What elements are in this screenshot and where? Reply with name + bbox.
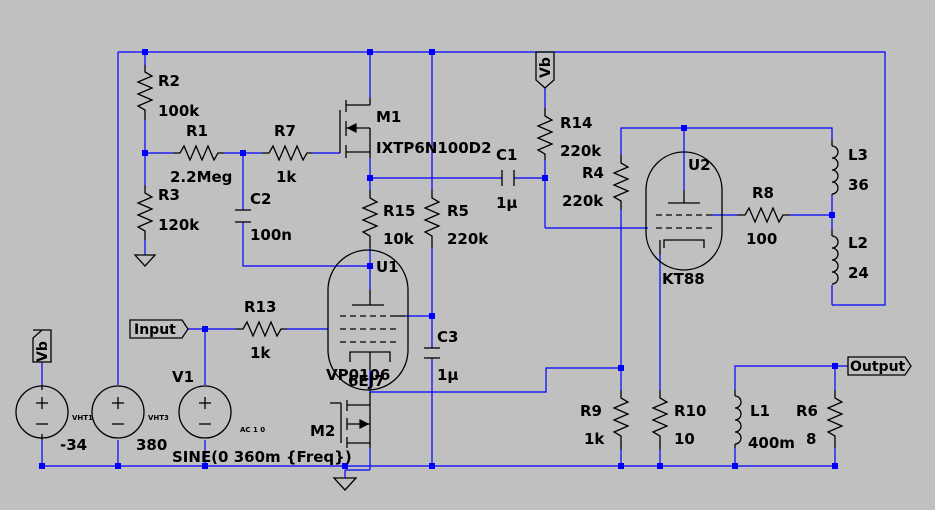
c2-value: 100n <box>250 226 292 244</box>
vht1-ref: VHT1 <box>72 414 93 422</box>
component-labels: R2 100k R1 2.2Meg R3 120k R7 1k C2 100n … <box>60 72 869 466</box>
ground-bottom <box>332 477 358 491</box>
resistor-r6[interactable] <box>826 390 844 448</box>
vht3-ref: VHT3 <box>148 414 169 422</box>
inductor-l1[interactable] <box>734 390 742 448</box>
l1-value: 400m <box>748 434 795 452</box>
r4-value: 220k <box>562 192 604 210</box>
r6-ref: R6 <box>796 402 818 420</box>
svg-text:Output: Output <box>850 359 906 375</box>
r13-value: 1k <box>250 344 271 362</box>
svg-text:Input: Input <box>134 322 176 338</box>
resistor-r15[interactable] <box>361 190 379 248</box>
r9-ref: R9 <box>580 402 602 420</box>
r10-ref: R10 <box>674 402 706 420</box>
resistor-r14[interactable] <box>536 108 554 160</box>
c3-ref: C3 <box>437 328 458 346</box>
r13-ref: R13 <box>244 298 276 316</box>
m1-ref: M1 <box>376 108 401 126</box>
resistor-r10[interactable] <box>651 390 669 450</box>
vht3-value: 380 <box>136 436 167 454</box>
resistor-r4[interactable] <box>612 155 630 210</box>
r3-value: 120k <box>158 216 200 234</box>
m1-value: IXTP6N100D2 <box>376 139 492 157</box>
l3-ref: L3 <box>848 146 868 164</box>
r1-ref: R1 <box>186 122 208 140</box>
tube-u2[interactable] <box>645 151 723 271</box>
svg-text:Vb: Vb <box>538 57 554 78</box>
r1-value: 2.2Meg <box>170 168 232 186</box>
voltage-source-v1[interactable] <box>178 385 232 439</box>
r7-ref: R7 <box>274 122 296 140</box>
capacitor-c3[interactable] <box>424 347 440 359</box>
r5-value: 220k <box>447 230 489 248</box>
c2-ref: C2 <box>250 190 271 208</box>
r8-ref: R8 <box>752 184 774 202</box>
v1-ref: V1 <box>172 368 194 386</box>
r14-value: 220k <box>560 142 602 160</box>
m2-ref: M2 <box>310 422 335 440</box>
resistor-r13[interactable] <box>236 320 287 338</box>
r2-value: 100k <box>158 102 200 120</box>
c1-value: 1µ <box>496 194 517 212</box>
l3-value: 36 <box>848 176 869 194</box>
r4-ref: R4 <box>582 164 604 182</box>
r10-value: 10 <box>674 430 695 448</box>
resistor-r5[interactable] <box>423 190 441 248</box>
voltage-source-vht3[interactable] <box>91 385 145 439</box>
wires <box>41 51 886 478</box>
inductor-l2[interactable] <box>831 230 839 285</box>
ground-left <box>133 254 157 267</box>
resistor-r2[interactable] <box>136 65 154 120</box>
r5-ref: R5 <box>447 202 469 220</box>
l2-value: 24 <box>848 264 869 282</box>
r8-value: 100 <box>746 230 777 248</box>
r15-value: 10k <box>383 230 415 248</box>
capacitor-c1[interactable] <box>501 170 515 186</box>
voltage-source-vht1[interactable] <box>15 385 69 440</box>
r7-value: 1k <box>276 168 297 186</box>
port-output[interactable]: Output <box>847 356 912 376</box>
r3-ref: R3 <box>158 186 180 204</box>
r2-ref: R2 <box>158 72 180 90</box>
r14-ref: R14 <box>560 114 592 132</box>
r15-ref: R15 <box>383 202 415 220</box>
c1-ref: C1 <box>496 146 517 164</box>
resistor-r9[interactable] <box>612 390 630 450</box>
l2-ref: L2 <box>848 234 868 252</box>
l1-ref: L1 <box>750 402 770 420</box>
u1-ref: U1 <box>376 258 399 276</box>
port-input[interactable]: Input <box>129 319 189 339</box>
u1-value: 6EJ7 <box>348 372 385 390</box>
resistor-r3[interactable] <box>136 185 154 240</box>
mosfet-m2[interactable] <box>330 392 371 448</box>
resistor-r7[interactable] <box>262 144 312 162</box>
r6-value: 8 <box>806 430 816 448</box>
capacitor-c2[interactable] <box>235 209 251 223</box>
junction-dots <box>39 49 838 469</box>
port-vb-top[interactable]: Vb <box>535 51 555 89</box>
port-vb-left[interactable]: Vb <box>32 329 52 363</box>
c3-value: 1µ <box>437 366 458 384</box>
resistor-r8[interactable] <box>737 206 790 224</box>
inductor-l3[interactable] <box>831 140 839 195</box>
r9-value: 1k <box>584 430 605 448</box>
u2-value: KT88 <box>662 270 705 288</box>
m2-value: VP0106 <box>326 366 390 384</box>
svg-text:Vb: Vb <box>35 341 51 362</box>
mosfet-m1[interactable] <box>339 98 371 158</box>
resistor-r1[interactable] <box>173 144 224 162</box>
vht1-value: -34 <box>60 436 87 454</box>
u2-ref: U2 <box>688 156 711 174</box>
v1-ac: AC 1 0 <box>240 426 265 434</box>
v1-value: SINE(0 360m {Freq}) <box>172 448 352 466</box>
tube-u1[interactable] <box>327 249 409 391</box>
